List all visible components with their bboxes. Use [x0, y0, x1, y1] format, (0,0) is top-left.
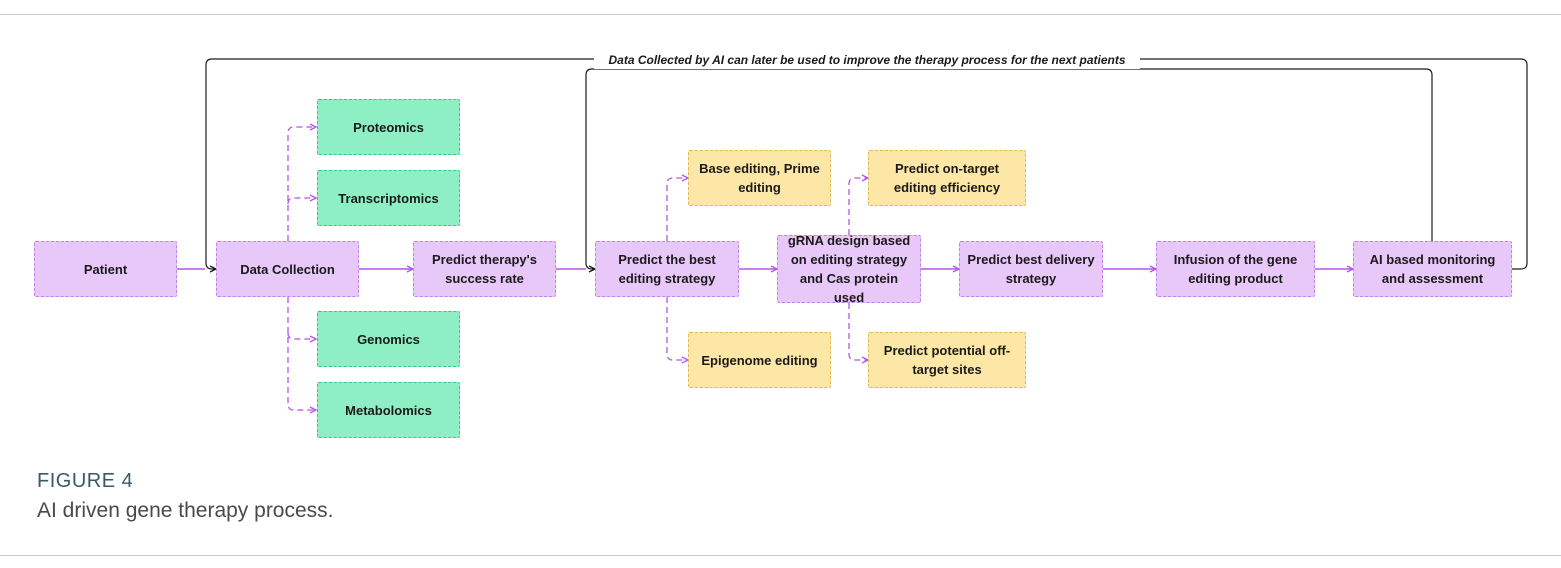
branch-to-transcriptomics [287, 198, 316, 205]
branch-to-off-target [848, 303, 868, 360]
node-genomics: Genomics [317, 311, 460, 367]
branch-to-epigenome [666, 297, 688, 360]
bottom-rule [0, 555, 1561, 556]
node-predict-editing-strategy: Predict the best editing strategy [595, 241, 739, 297]
node-transcriptomics: Transcriptomics [317, 170, 460, 226]
branch-to-metabolomics [287, 297, 316, 410]
node-data-collection: Data Collection [216, 241, 359, 297]
node-proteomics: Proteomics [317, 99, 460, 155]
branch-to-base-editing [666, 178, 688, 241]
node-grna-design: gRNA design based on editing strategy an… [777, 233, 921, 305]
branch-to-on-target [848, 178, 868, 235]
diagram-connectors [177, 58, 1528, 460]
node-predict-delivery: Predict best delivery strategy [959, 241, 1103, 297]
node-on-target-efficiency: Predict on-target editing efficiency [868, 150, 1026, 206]
node-base-prime-editing: Base editing, Prime editing [688, 150, 831, 206]
node-predict-success-rate: Predict therapy's success rate [413, 241, 556, 297]
branch-to-proteomics [287, 127, 316, 241]
node-monitoring: AI based monitoring and assessment [1353, 241, 1512, 297]
node-off-target-sites: Predict potential off-target sites [868, 332, 1026, 388]
node-epigenome-editing: Epigenome editing [688, 332, 831, 388]
figure-title: FIGURE 4 [37, 470, 134, 492]
node-infusion: Infusion of the gene editing product [1156, 241, 1315, 297]
top-rule [0, 14, 1561, 15]
feedback-label: Data Collected by AI can later be used t… [594, 51, 1140, 69]
feedback-loop-inner [585, 68, 1433, 269]
figure-caption: AI driven gene therapy process. [37, 499, 334, 522]
node-patient: Patient [34, 241, 177, 297]
node-metabolomics: Metabolomics [317, 382, 460, 438]
branch-to-genomics [287, 332, 316, 339]
